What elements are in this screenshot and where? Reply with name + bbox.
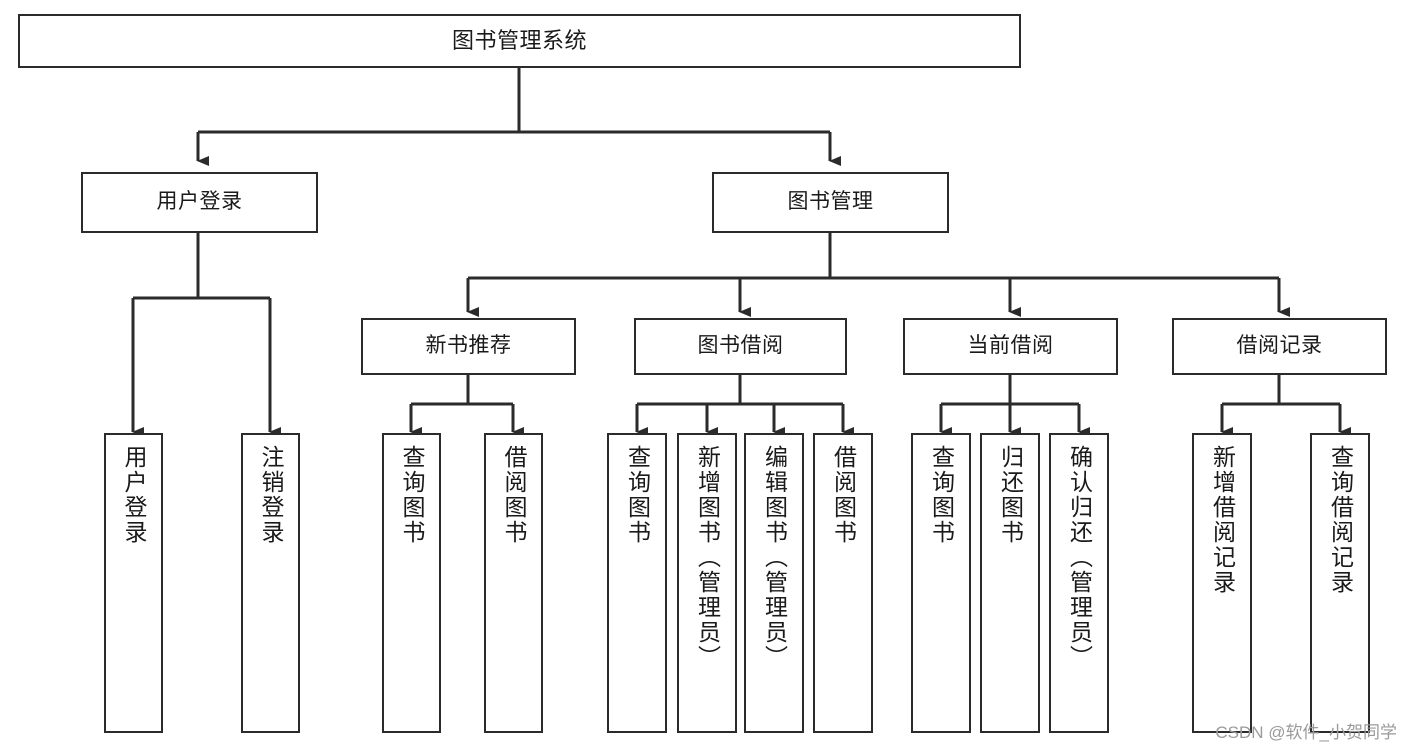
leaf-query-borrow-record[interactable]: 查询借阅记录 (1310, 433, 1370, 733)
leaf-edit-book-admin[interactable]: 编辑图书（管理员） (744, 433, 804, 733)
node-label: 图书管理 (787, 190, 874, 214)
leaf-confirm-return-admin[interactable]: 确认归还（管理员） (1049, 433, 1109, 733)
leaf-query-books-borrow[interactable]: 查询图书 (607, 433, 667, 733)
leaf-borrow-books-borrow[interactable]: 借阅图书 (813, 433, 873, 733)
node-book-borrowing[interactable]: 图书借阅 (634, 318, 847, 375)
node-label: 借阅图书 (501, 445, 527, 545)
node-label: 查询图书 (624, 445, 651, 545)
node-label: 当前借阅 (967, 334, 1054, 358)
node-label: 查询借阅记录 (1327, 445, 1354, 595)
node-label: 查询图书 (399, 445, 425, 545)
node-label: 图书管理系统 (451, 28, 587, 54)
leaf-query-books-new-rec[interactable]: 查询图书 (382, 433, 441, 733)
node-label: 用户登录 (121, 445, 147, 545)
leaf-user-login[interactable]: 用户登录 (104, 433, 163, 733)
leaf-query-books-current[interactable]: 查询图书 (911, 433, 971, 733)
node-root-book-management-system[interactable]: 图书管理系统 (18, 14, 1021, 68)
node-label: 用户登录 (156, 190, 243, 214)
node-label: 归还图书 (997, 445, 1024, 545)
leaf-add-book-admin[interactable]: 新增图书（管理员） (677, 433, 737, 733)
node-label: 注销登录 (258, 445, 284, 545)
node-book-management[interactable]: 图书管理 (712, 172, 949, 233)
node-label: 新书推荐 (425, 334, 512, 358)
csdn-watermark: CSDN @软件_小贺同学 (1215, 723, 1397, 742)
node-user-login[interactable]: 用户登录 (81, 172, 318, 233)
node-label: 新增借阅记录 (1209, 445, 1236, 595)
node-label: 图书借阅 (697, 334, 784, 358)
leaf-logout[interactable]: 注销登录 (241, 433, 300, 733)
leaf-return-books[interactable]: 归还图书 (980, 433, 1040, 733)
leaf-borrow-books-new-rec[interactable]: 借阅图书 (484, 433, 543, 733)
node-current-borrowing[interactable]: 当前借阅 (903, 318, 1118, 375)
node-label: 借阅图书 (830, 445, 857, 545)
node-label: 编辑图书（管理员） (761, 445, 788, 670)
node-label: 查询图书 (928, 445, 955, 545)
node-label: 借阅记录 (1236, 334, 1323, 358)
node-borrowing-record[interactable]: 借阅记录 (1172, 318, 1387, 375)
leaf-add-borrow-record[interactable]: 新增借阅记录 (1192, 433, 1252, 733)
node-label: 确认归还（管理员） (1066, 445, 1093, 670)
node-label: 新增图书（管理员） (694, 445, 721, 670)
node-new-book-recommendation[interactable]: 新书推荐 (361, 318, 576, 375)
